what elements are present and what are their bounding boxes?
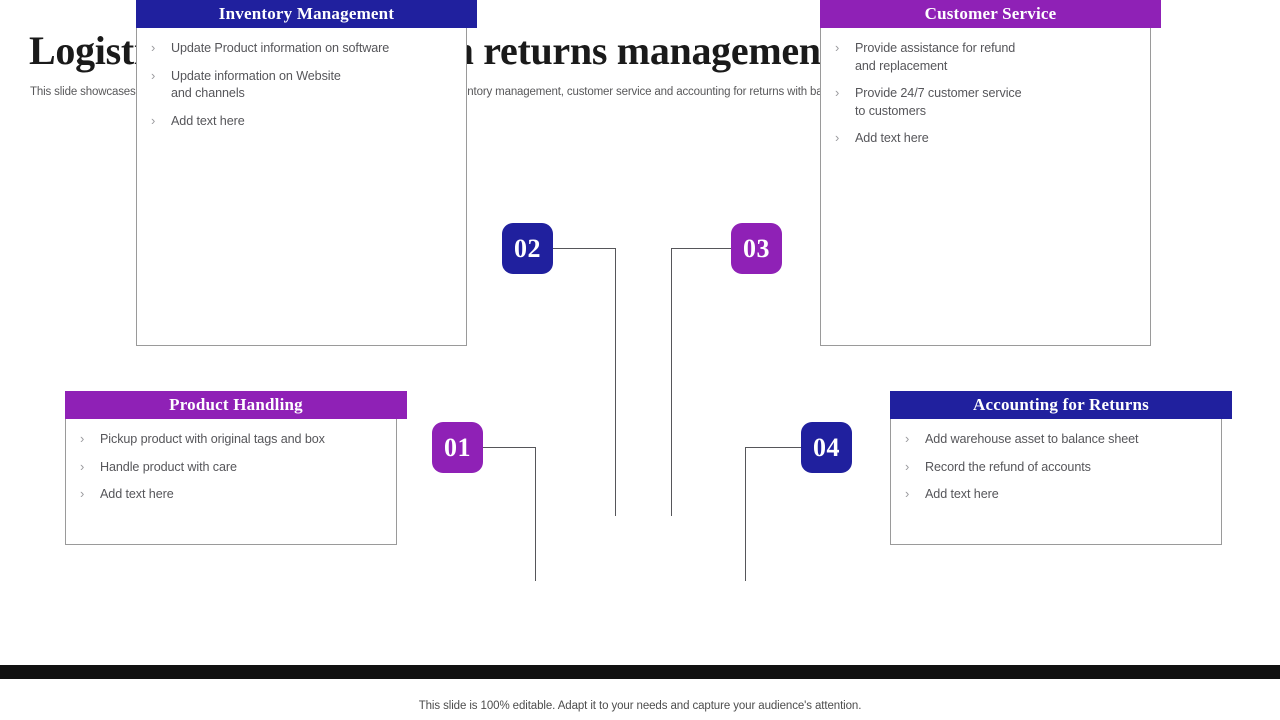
chevron-right-icon: › [80,458,85,474]
list-item-text: Provide assistance for refund and replac… [855,41,1016,73]
card-header-accounting-for-returns: Accounting for Returns [890,391,1232,419]
chevron-right-icon: › [835,130,840,145]
bullet-list-accounting-for-returns: › Add warehouse asset to balance sheet ›… [891,419,1221,504]
card-body-customer-service: › Provide assistance for refund and repl… [820,27,1151,346]
list-item: › Record the refund of accounts [905,459,1211,477]
list-item-text: Add text here [925,487,999,501]
list-item: › Add text here [80,486,386,504]
chevron-right-icon: › [80,486,85,501]
list-item-text: Handle product with care [100,459,237,474]
card-header-product-handling: Product Handling [65,391,407,419]
chevron-right-icon: › [80,431,85,446]
list-item-text: Add text here [171,113,245,128]
list-item: › Add text here [151,113,456,131]
card-header-customer-service: Customer Service [820,0,1161,28]
list-item-text: Add warehouse asset to balance sheet [925,432,1139,446]
chevron-right-icon: › [151,112,156,128]
list-item: › Update information on Website and chan… [151,68,456,103]
card-body-product-handling: › Pickup product with original tags and … [65,418,397,545]
connector-01-horizontal [483,447,536,448]
list-item: › Add text here [905,486,1211,504]
list-item: › Pickup product with original tags and … [80,431,386,449]
chevron-right-icon: › [151,67,156,83]
list-item: › Update Product information on software [151,40,456,58]
list-item: › Provide assistance for refund and repl… [835,40,1140,75]
step-badge-01[interactable]: 01 [432,422,483,473]
connector-04-horizontal [745,447,801,448]
connector-03-horizontal [671,248,733,249]
footer-note: This slide is 100% editable. Adapt it to… [418,700,862,712]
list-item-text: Record the refund of accounts [925,459,1091,474]
step-badge-03[interactable]: 03 [731,223,782,274]
list-item: › Add warehouse asset to balance sheet [905,431,1211,449]
footer-bar [0,665,1280,679]
connector-02-horizontal [553,248,616,249]
list-item: › Add text here [835,130,1140,148]
list-item-text: Update information on Website and channe… [171,68,341,101]
step-badge-02[interactable]: 02 [502,223,553,274]
connector-03-vertical [671,248,672,516]
step-badge-04[interactable]: 04 [801,422,852,473]
card-body-accounting-for-returns: › Add warehouse asset to balance sheet ›… [890,418,1222,545]
list-item: › Handle product with care [80,459,386,477]
list-item-text: Provide 24/7 customer service to custome… [855,86,1022,118]
connector-02-vertical [615,248,616,516]
list-item: › Provide 24/7 customer service to custo… [835,85,1140,120]
list-item-text: Update Product information on software [171,41,390,55]
list-item-text: Pickup product with original tags and bo… [100,432,325,446]
card-header-inventory-management: Inventory Management [136,0,477,28]
bullet-list-product-handling: › Pickup product with original tags and … [66,419,396,504]
list-item-text: Add text here [100,487,174,501]
list-item-text: Add text here [855,131,929,145]
connector-01-vertical [535,447,536,581]
card-body-inventory-management: › Update Product information on software… [136,27,467,346]
chevron-right-icon: › [905,486,910,501]
chevron-right-icon: › [151,40,156,55]
chevron-right-icon: › [905,458,910,474]
chevron-right-icon: › [835,85,840,100]
bullet-list-inventory-management: › Update Product information on software… [137,28,466,130]
chevron-right-icon: › [835,40,840,55]
chevron-right-icon: › [905,431,910,446]
bullet-list-customer-service: › Provide assistance for refund and repl… [821,28,1150,148]
connector-04-vertical [745,447,746,581]
